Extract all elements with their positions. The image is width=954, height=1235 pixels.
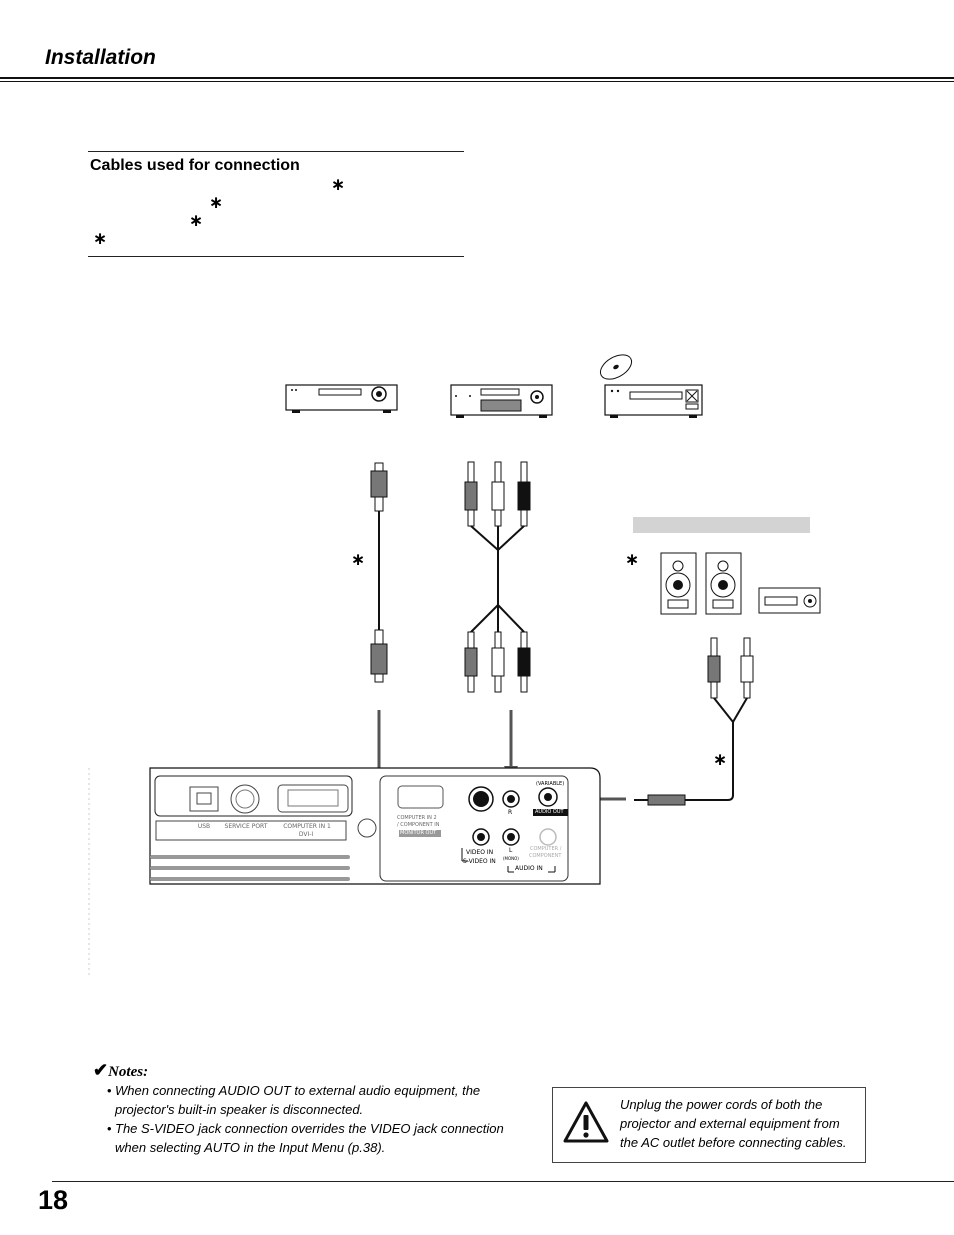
page-number: 18 [38,1185,69,1215]
component-in-label: / COMPONENT IN [397,822,440,828]
svideo-cable-star: ∗ [351,550,366,570]
r-label: R [508,809,513,816]
computer-in1-label: COMPUTER IN 1 [283,823,331,830]
service-port-label: SERVICE PORT [224,823,268,830]
audio-in-label: AUDIO IN [515,865,543,872]
amplifier-device [758,587,821,614]
audio-equipment-label-bar [633,517,810,533]
notes-title: Notes: [108,1064,149,1080]
usb-label: USB [197,823,211,830]
monitor-out-label: MONITOR OUT [400,830,437,836]
dvi-label: DVI-I [298,831,314,838]
cable-star-4: ∗ [93,229,108,249]
speaker-left [660,552,697,615]
section-title: Installation [45,46,156,69]
rca-video-audio-cable [464,461,531,693]
note-item: •When connecting AUDIO OUT to external a… [107,1083,481,1117]
note-item: •The S-VIDEO jack connection overrides t… [107,1121,504,1155]
speaker-star: ∗ [625,550,640,570]
warning-triangle-icon [563,1101,609,1143]
computer-label: COMPUTER / [530,846,562,852]
l-label: L [509,847,513,854]
warning-text: Unplug the power cords of both the proje… [620,1097,847,1150]
video-player-device [450,384,553,418]
computer-in2-label: COMPUTER IN 2 [397,815,437,821]
header-rule-thin [0,81,954,82]
dvd-player-device [599,354,703,418]
audio-out-cable [634,637,754,806]
header-rule [0,77,954,79]
footer-rule [52,1181,954,1182]
warning-box [552,1087,866,1163]
connection-diagram [88,354,821,975]
cable-star-3: ∗ [189,211,204,231]
projector-rear-panel [88,767,601,975]
cables-box-title: Cables used for connection [90,157,300,174]
audio-cable-star: ∗ [713,750,728,770]
vcr-device [285,384,398,413]
component-label: COMPONENT [529,853,562,859]
variable-label: (VARIABLE) [536,781,565,787]
mono-label: (MONO) [503,856,519,861]
cables-box-top-rule [88,151,464,152]
audio-out-label: AUDIO OUT [535,809,564,815]
check-mark-icon: ✔ [93,1060,109,1080]
speaker-right [705,552,742,615]
notes-heading: ✔Notes: [93,1060,148,1081]
cable-star-2: ∗ [209,193,224,213]
video-in-label: VIDEO IN [466,849,494,856]
s-video-in-label: S-VIDEO IN [463,858,496,865]
cable-star-1: ∗ [331,175,346,195]
s-video-cable [370,462,388,683]
cables-box-bottom-rule [88,256,464,257]
